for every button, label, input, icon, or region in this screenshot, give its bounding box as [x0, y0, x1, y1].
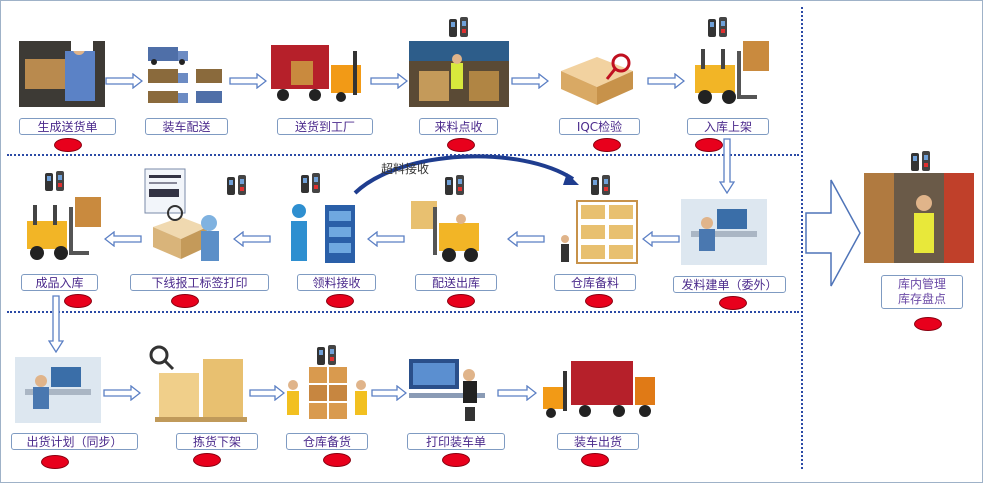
handheld-scanner-icon: [708, 17, 727, 37]
arrow-right: [103, 385, 141, 401]
step-label: 发料建单（委外）: [673, 276, 786, 293]
arrow-right: [249, 385, 285, 401]
handheld-scanner-icon: [445, 175, 464, 195]
step-label: 拣货下架: [176, 433, 258, 450]
computer-desk-image: [409, 359, 485, 421]
big-arrow-right: [805, 179, 861, 287]
arrow-down: [719, 138, 735, 194]
arrow-right: [497, 385, 537, 401]
row-divider-1: [7, 154, 799, 156]
arrow-right: [229, 73, 267, 89]
pallet-boxes-image: [149, 345, 247, 422]
box-inspect-image: [561, 53, 633, 105]
step-label: IQC检验: [559, 118, 640, 135]
arrow-left: [642, 231, 680, 247]
status-dot: [719, 296, 747, 310]
truck-forklift-image: [271, 45, 361, 102]
arrow-right: [371, 385, 407, 401]
status-dot: [41, 455, 69, 469]
label-print-image: [144, 168, 219, 261]
forklift-box-image: [411, 201, 479, 262]
status-dot: [695, 138, 723, 152]
shelf-boxes-image: [561, 200, 638, 264]
status-dot: [442, 453, 470, 467]
step-label: 送货到工厂: [277, 118, 373, 135]
summary-line-1: 库内管理: [897, 277, 946, 291]
step-label: 出货计划（同步）: [11, 433, 138, 450]
handheld-scanner-icon: [301, 173, 320, 193]
handheld-scanner-icon: [317, 345, 336, 365]
office-desk-image: [681, 199, 767, 265]
status-dot: [593, 138, 621, 152]
summary-line-2: 库存盘点: [897, 292, 946, 306]
row-divider-2: [7, 311, 799, 313]
step-label: 装车配送: [145, 118, 228, 135]
curved-arrow: [353, 154, 579, 195]
step-label: 配送出库: [415, 274, 497, 291]
arrow-right: [511, 73, 549, 89]
curve-label: 超料接收: [381, 162, 430, 176]
arrow-left: [233, 231, 271, 247]
step-label: 下线报工标签打印: [130, 274, 269, 291]
step-label: 生成送货单: [19, 118, 116, 135]
status-dot: [447, 294, 475, 308]
step-label: 仓库备料: [554, 274, 636, 291]
summary-divider: [801, 7, 803, 469]
step-label: 来料点收: [419, 118, 498, 135]
office-desk-image: [15, 357, 101, 423]
arrow-left: [507, 231, 545, 247]
status-dot: [914, 317, 942, 331]
arrow-left: [104, 231, 142, 247]
status-dot: [64, 294, 92, 308]
forklift-shelf-image: [695, 41, 769, 104]
status-dot: [585, 294, 613, 308]
handheld-scanner-icon: [45, 171, 64, 191]
step-label: 成品入库: [21, 274, 98, 291]
status-dot: [581, 453, 609, 467]
arrow-right: [370, 73, 408, 89]
status-dot: [447, 138, 475, 152]
truck-forklift-image: [543, 361, 655, 418]
step-label: 仓库备货: [286, 433, 368, 450]
trucks-image: [148, 47, 222, 103]
handheld-scanner-icon: [911, 151, 930, 171]
step-label: 装车出货: [557, 433, 639, 450]
summary-label: 库内管理 库存盘点: [881, 275, 963, 309]
handheld-scanner-icon: [227, 175, 246, 195]
worker-cabinet-image: [291, 204, 355, 263]
status-dot: [54, 138, 82, 152]
step-label: 领料接收: [297, 274, 376, 291]
handheld-scanner-icon: [449, 17, 468, 37]
status-dot: [193, 453, 221, 467]
step-label: 入库上架: [687, 118, 769, 135]
arrow-right: [647, 73, 685, 89]
status-dot: [323, 453, 351, 467]
step-label: 打印装车单: [407, 433, 505, 450]
warehouse-worker-image: [864, 173, 974, 263]
workers-stack-image: [287, 367, 367, 419]
forklift-shelf-image: [27, 197, 101, 260]
status-dot: [326, 294, 354, 308]
status-dot: [171, 294, 199, 308]
workers-boxes-image: [409, 41, 509, 107]
handheld-scanner-icon: [591, 175, 610, 195]
print-label-image: [19, 41, 105, 107]
arrow-left: [367, 231, 405, 247]
arrow-right: [105, 73, 143, 89]
arrow-down: [48, 295, 64, 353]
